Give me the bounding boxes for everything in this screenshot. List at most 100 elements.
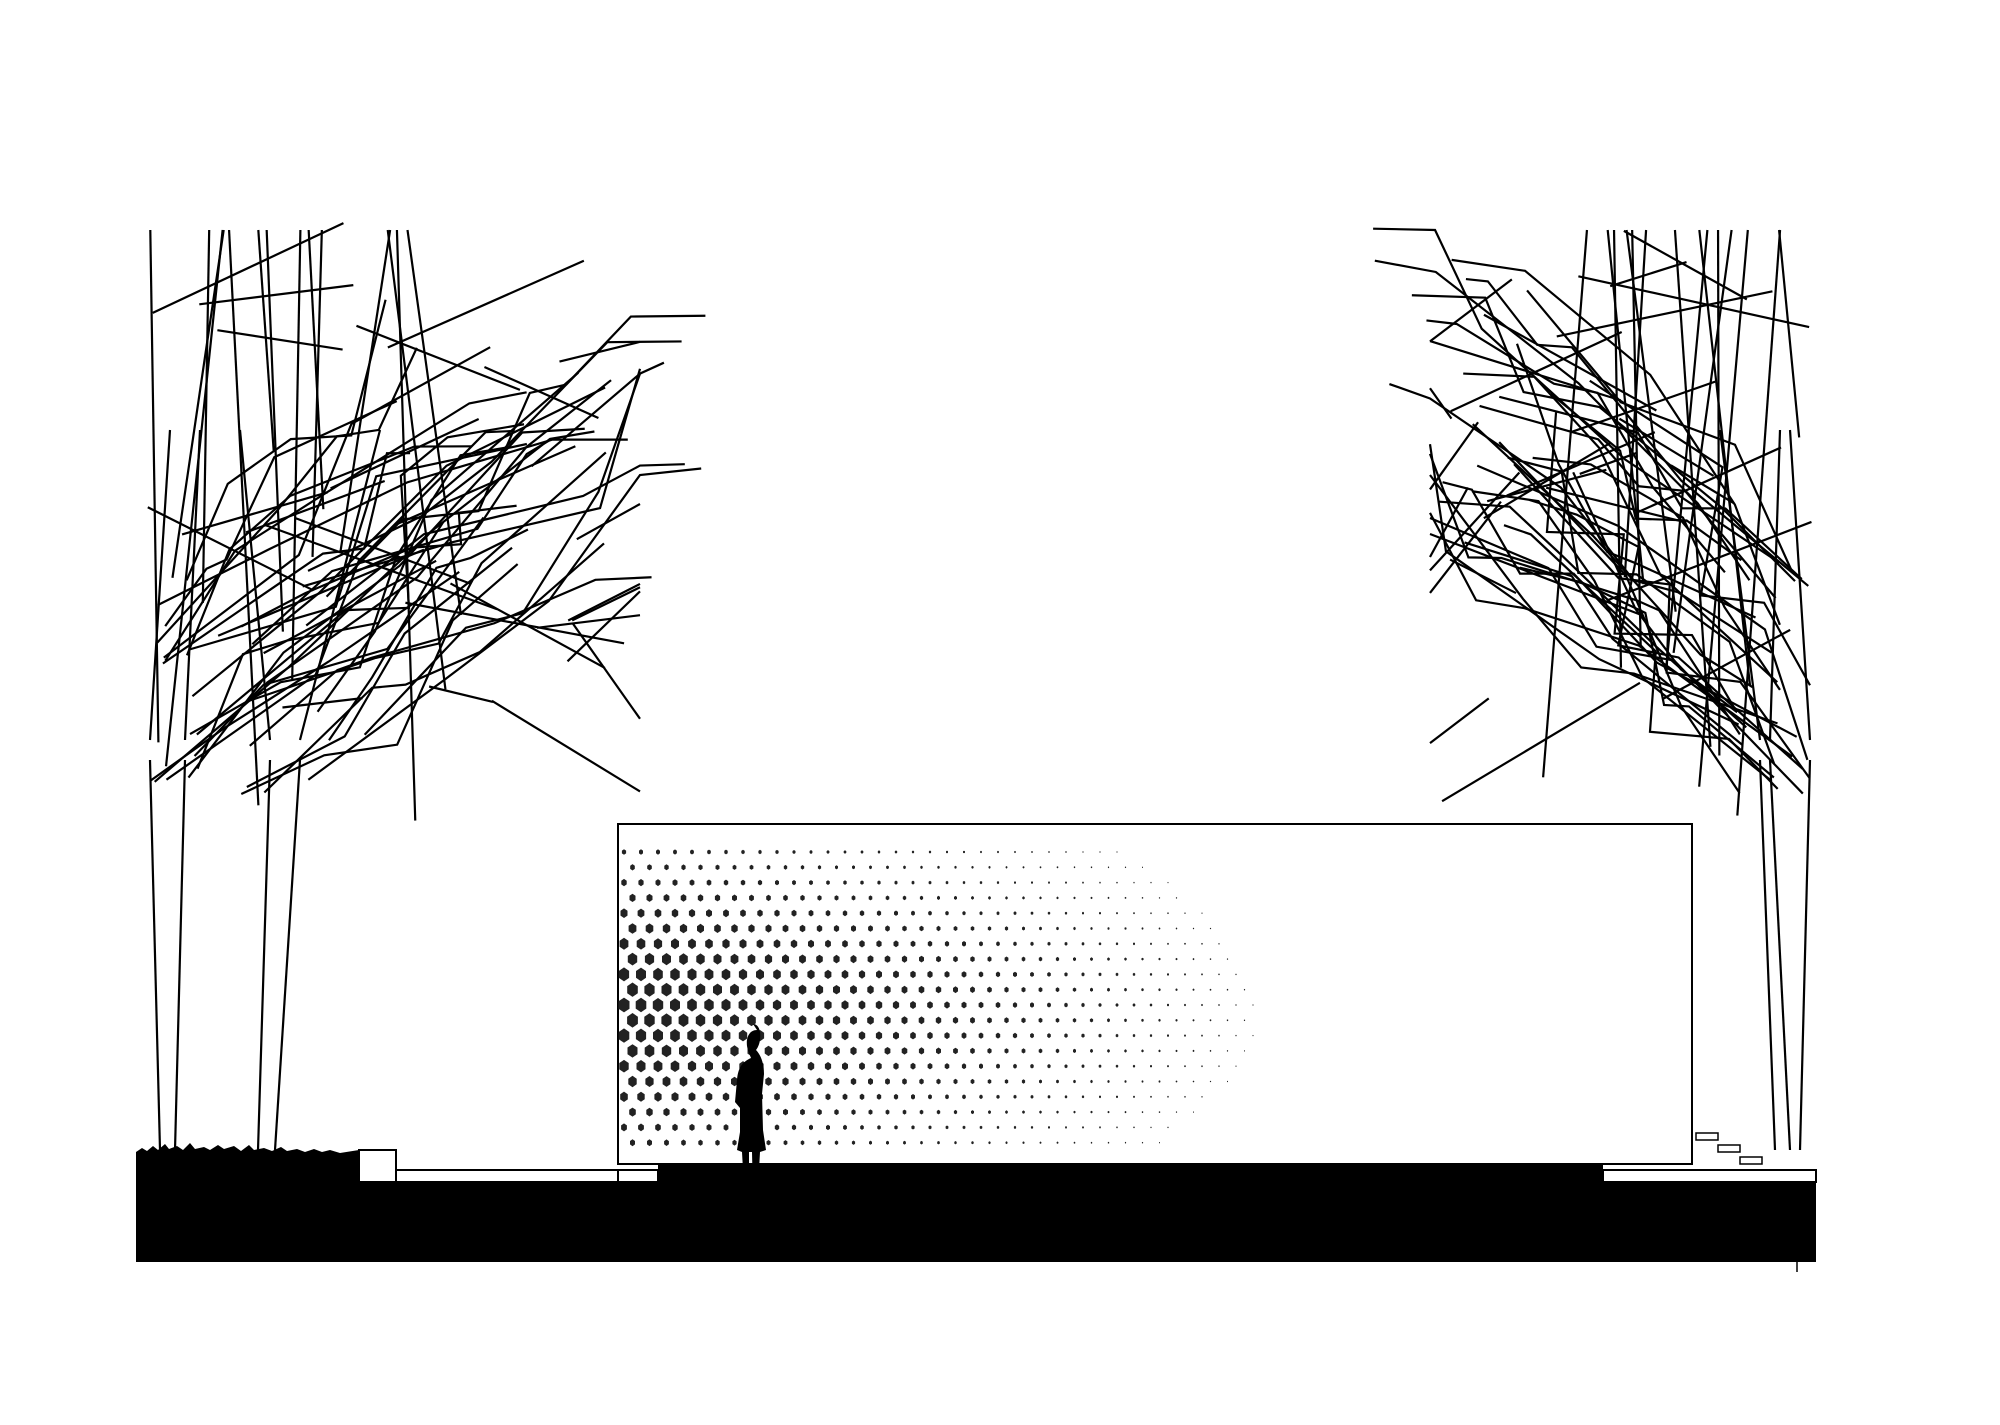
halftone-dot (772, 999, 782, 1011)
halftone-dot (817, 865, 822, 870)
halftone-dot (621, 878, 627, 887)
halftone-dot (927, 940, 933, 947)
branch-line (1631, 229, 1642, 646)
halftone-dot (952, 1016, 959, 1024)
branch-line (363, 361, 665, 736)
halftone-dot (808, 909, 814, 917)
branch-line (173, 759, 187, 1151)
branch-line (1634, 446, 1782, 515)
halftone-dot (1073, 866, 1076, 869)
halftone-dot (680, 1108, 687, 1117)
halftone-dot (954, 1141, 957, 1145)
halftone-dot (792, 880, 796, 886)
halftone-dot (637, 1091, 645, 1102)
halftone-dot (988, 1141, 991, 1145)
halftone-dot (1022, 926, 1025, 931)
halftone-dot (886, 1140, 889, 1145)
halftone-dot (928, 910, 932, 916)
halftone-dot (1107, 1080, 1110, 1083)
halftone-dot (731, 1076, 738, 1087)
halftone-dot (970, 1017, 975, 1024)
halftone-dot (859, 910, 865, 917)
halftone-dot (987, 1048, 992, 1054)
halftone-dot (1082, 881, 1084, 884)
halftone-dot (783, 894, 788, 901)
halftone-dot (671, 908, 679, 918)
halftone-dot (995, 1032, 1001, 1039)
halftone-dot (1175, 927, 1178, 930)
halftone-dot (1201, 1034, 1203, 1037)
halftone-dot (841, 1000, 849, 1010)
halftone-dot (739, 939, 747, 949)
halftone-dot (1218, 943, 1220, 945)
halftone-dot (893, 970, 899, 979)
halftone-dot (954, 865, 957, 869)
halftone-dot (1064, 1033, 1068, 1038)
branch-line (217, 329, 343, 351)
halftone-dot (1133, 1095, 1135, 1098)
branch-line (1374, 259, 1751, 581)
halftone-dot (1090, 1079, 1093, 1084)
branch-line (566, 590, 641, 663)
halftone-dot (1235, 973, 1237, 976)
halftone-dot (712, 1014, 723, 1027)
halftone-dot (782, 1077, 789, 1086)
branch-line (311, 229, 323, 557)
halftone-dot (627, 982, 638, 997)
halftone-dot (843, 880, 847, 885)
halftone-dot (850, 955, 857, 964)
halftone-dot (876, 910, 882, 916)
branch-line (1578, 275, 1810, 329)
halftone-dot (766, 894, 771, 902)
halftone-dot (910, 940, 916, 947)
halftone-dot (766, 864, 771, 870)
halftone-dot (798, 984, 807, 995)
halftone-dot (928, 850, 932, 854)
halftone-dot (1133, 1126, 1135, 1129)
halftone-dot (1184, 912, 1186, 914)
branch-line (183, 429, 202, 741)
halftone-dot (1167, 912, 1169, 915)
halftone-dot (997, 850, 999, 854)
halftone-dot (850, 1046, 857, 1056)
branch-line (1768, 429, 1782, 741)
halftone-dot (791, 909, 797, 917)
halftone-dot (721, 1029, 731, 1042)
halftone-dot (1090, 896, 1093, 900)
branch-line (307, 229, 325, 510)
halftone-dot (773, 1030, 781, 1041)
branch-line (164, 229, 224, 767)
halftone-dot (1158, 1049, 1161, 1053)
halftone-dot (730, 953, 739, 965)
halftone-dot (884, 985, 891, 994)
halftone-dot (928, 1125, 932, 1130)
halftone-dot (1038, 1017, 1043, 1023)
halftone-dot (1004, 1048, 1009, 1054)
halftone-dot (661, 982, 672, 997)
halftone-dot (894, 910, 898, 916)
halftone-dot (936, 955, 941, 963)
halftone-dot (1056, 1110, 1059, 1114)
branch-line (257, 229, 275, 452)
halftone-dot (953, 956, 958, 963)
halftone-dot (714, 894, 721, 902)
halftone-dot (893, 1031, 899, 1040)
halftone-dot (1124, 1141, 1127, 1144)
halftone-dot (1090, 957, 1093, 961)
branch-line (147, 506, 314, 592)
halftone-dot (1039, 866, 1042, 869)
halftone-dot (636, 967, 646, 982)
halftone-dot (1005, 896, 1008, 900)
halftone-dot (1175, 1049, 1178, 1053)
branch-line (1606, 520, 1812, 602)
halftone-dot (1167, 973, 1169, 976)
halftone-dot (670, 1060, 680, 1072)
halftone-dot (1244, 1050, 1245, 1052)
halftone-dot (1116, 1126, 1118, 1129)
halftone-dot (1175, 988, 1178, 991)
halftone-dot (1107, 1049, 1110, 1053)
halftone-dot (1073, 926, 1076, 931)
halftone-dot (765, 924, 772, 933)
branch-line (291, 229, 302, 680)
halftone-dot (962, 880, 966, 885)
